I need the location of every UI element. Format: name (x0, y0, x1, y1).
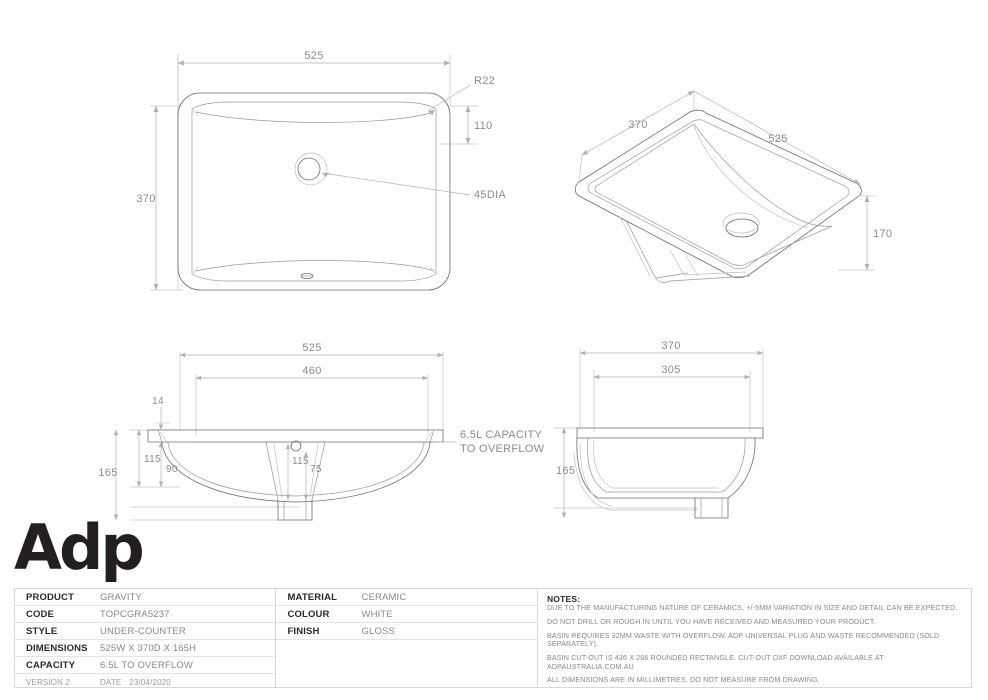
side-bowl-depth-dim: 305 (661, 364, 680, 376)
date-value: 23/04/2020 (129, 678, 171, 687)
table-row: FINISH GLOSS (276, 623, 537, 640)
spec-value: TOPCGRA5237 (100, 608, 170, 620)
front-waste-inner-depth-dim: 115 (292, 456, 309, 467)
adp-logo-text: Adp (14, 511, 142, 584)
plan-basin-outline (177, 92, 451, 291)
side-bowl-outline (576, 437, 756, 499)
side-rim-slab (576, 427, 764, 439)
notes-column: NOTES: DUE TO THE MANUFACTURING NATURE O… (538, 589, 971, 687)
iso-depth-dim: 370 (628, 119, 647, 131)
notes-title: NOTES: (546, 594, 581, 604)
spec-value: 525W X 370D X 165H (100, 642, 197, 654)
isometric-view: 370 525 170 (560, 80, 960, 330)
table-row: STYLE UNDER-COUNTER (15, 623, 276, 640)
front-waste-stub (277, 500, 313, 521)
front-bowl-width-dim: 460 (302, 365, 321, 377)
iso-waste-hole (725, 218, 759, 238)
front-capacity-note-line2: TO OVERFLOW (460, 443, 545, 455)
spec-value: 6.5L TO OVERFLOW (100, 659, 194, 671)
table-row: COLOUR WHITE (276, 606, 537, 623)
spec-value: GRAVITY (100, 591, 143, 603)
spec-key: MATERIAL (287, 591, 338, 603)
date-label: DATE (100, 678, 122, 687)
front-bowl-depth-dim: 90 (166, 464, 178, 475)
table-row-empty (276, 674, 536, 691)
table-row-empty (276, 640, 536, 657)
spec-key: FINISH (287, 625, 320, 637)
note-line: ALL DIMENSIONS ARE IN MILLIMETRES. DO NO… (546, 675, 820, 685)
plan-waste-hole (297, 157, 321, 181)
plan-corner-radius-label: R22 (474, 75, 495, 87)
table-row: DIMENSIONS 525W X 370D X 165H (15, 640, 276, 657)
front-overflow-hole (290, 440, 302, 452)
spec-value: UNDER-COUNTER (100, 625, 186, 637)
plan-depth-dim: 370 (136, 193, 155, 205)
table-row: PRODUCT GRAVITY (15, 589, 276, 606)
side-elevation-view: 370 305 165 (550, 332, 870, 522)
version-row: VERSION 2 DATE 23/04/2020 (15, 674, 275, 691)
plan-waste-halo (294, 152, 328, 186)
side-waste-stub (694, 498, 729, 519)
front-overall-width-dim: 525 (302, 342, 321, 354)
spec-key: CODE (26, 608, 55, 620)
spec-value: CERAMIC (361, 591, 407, 603)
spec-table-middle-column: MATERIAL CERAMIC COLOUR WHITE FINISH GLO… (276, 589, 538, 687)
front-rim-thickness-dim: 14 (152, 396, 164, 407)
spec-value: WHITE (361, 608, 393, 620)
front-rim-slab (147, 429, 444, 443)
plan-view: 525 370 110 (110, 40, 540, 325)
table-row: CODE TOPCGRA5237 (15, 606, 276, 623)
spec-key: STYLE (26, 625, 58, 637)
plan-waste-offset-dim: 110 (474, 120, 492, 132)
table-row: CAPACITY 6.5L TO OVERFLOW (15, 657, 276, 674)
plan-waste-dia-label: 45DIA (474, 189, 506, 201)
iso-height-dim: 170 (873, 228, 892, 240)
note-line: DO NOT DRILL OR ROUGH IN UNTIL YOU HAVE … (546, 616, 876, 626)
spec-key: DIMENSIONS (26, 642, 88, 654)
front-capacity-note-line1: 6.5L CAPACITY (460, 429, 543, 441)
note-line: BASIN REQUIRES 32MM WASTE WITH OVERFLOW.… (546, 630, 940, 649)
spec-key: CAPACITY (26, 659, 76, 671)
version-label: VERSION 2 (26, 678, 71, 687)
front-to-overflow-dim: 115 (144, 454, 161, 465)
spec-key: PRODUCT (26, 591, 75, 603)
side-overall-depth-dim: 370 (661, 340, 680, 352)
note-line: DUE TO THE MANUFACTURING NATURE OF CERAM… (546, 603, 958, 612)
side-overall-height-dim: 165 (556, 465, 575, 477)
note-line: BASIN CUT-OUT IS 436 X 286 ROUNDED RECTA… (546, 653, 884, 671)
front-waste-stub-dim: 75 (310, 464, 322, 475)
plan-overflow-slot (300, 272, 314, 279)
spec-table: PRODUCT GRAVITY CODE TOPCGRA5237 STYLE U… (14, 588, 972, 688)
spec-table-left-column: PRODUCT GRAVITY CODE TOPCGRA5237 STYLE U… (15, 589, 277, 687)
front-elevation-view: 525 460 (98, 332, 570, 522)
adp-logo: Adp (14, 511, 154, 584)
spec-key: COLOUR (287, 608, 330, 620)
iso-width-dim: 525 (768, 133, 787, 145)
iso-basin-outline (574, 109, 862, 279)
plan-width-dim: 525 (304, 50, 323, 62)
table-row-empty (276, 657, 536, 674)
front-overall-height-dim: 165 (98, 467, 117, 479)
front-bowl-outline (161, 441, 431, 503)
table-row: MATERIAL CERAMIC (276, 589, 537, 606)
spec-value: GLOSS (361, 625, 395, 637)
date-cell: DATE 23/04/2020 (100, 678, 171, 687)
